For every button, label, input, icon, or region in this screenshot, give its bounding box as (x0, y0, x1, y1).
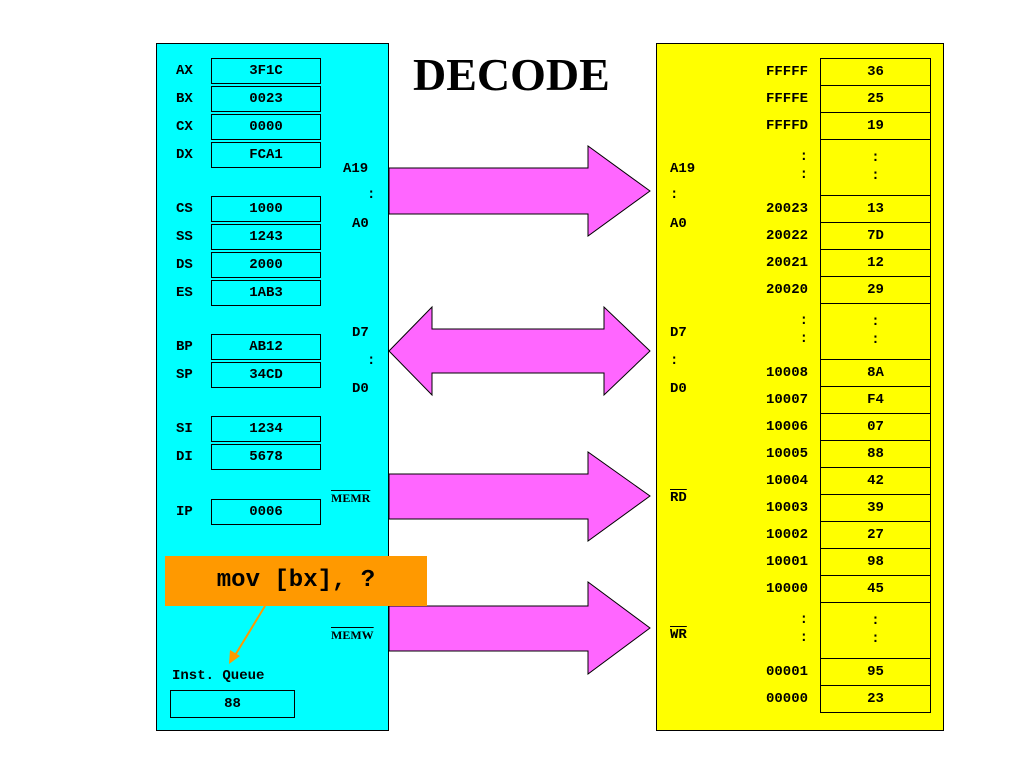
register-value-dx: FCA1 (211, 142, 321, 168)
memory-cell: 39 (820, 494, 931, 522)
memory-address: 10004 (765, 473, 808, 489)
memory-panel (656, 43, 944, 731)
memory-cell: 27 (820, 521, 931, 549)
memory-cell: : : (820, 602, 931, 659)
register-value-ip: 0006 (211, 499, 321, 525)
memory-cell: 42 (820, 467, 931, 495)
memory-address: : : (799, 313, 808, 347)
mem-pin-a19: A19 (670, 161, 696, 177)
register-value-bx: 0023 (211, 86, 321, 112)
memory-cell: 98 (820, 548, 931, 576)
memory-cell: 88 (820, 440, 931, 468)
register-name-ip: IP (176, 504, 193, 520)
cpu-pin-a19: A19 (343, 161, 369, 177)
memory-address: 20020 (765, 282, 808, 298)
memory-cell: : : (820, 139, 931, 196)
memory-address: FFFFE (765, 91, 808, 107)
memory-cell: 13 (820, 195, 931, 223)
mem-pin-wr: WR (670, 627, 687, 643)
memory-address: 10002 (765, 527, 808, 543)
inst-queue-value: 88 (170, 690, 295, 718)
register-value-si: 1234 (211, 416, 321, 442)
register-value-sp: 34CD (211, 362, 321, 388)
cpu-pin-d0: D0 (352, 381, 369, 397)
register-name-sp: SP (176, 367, 193, 383)
cpu-pin-a0: A0 (352, 216, 369, 232)
memory-address: 10008 (765, 365, 808, 381)
register-value-cs: 1000 (211, 196, 321, 222)
memory-cell: 45 (820, 575, 931, 603)
register-value-es: 1AB3 (211, 280, 321, 306)
cpu-pin-memw: MEMW (331, 628, 374, 642)
register-name-di: DI (176, 449, 193, 465)
register-value-cx: 0000 (211, 114, 321, 140)
memory-address: 20022 (765, 228, 808, 244)
mem-pin-d0: D0 (670, 381, 687, 397)
memory-cell: 36 (820, 58, 931, 86)
register-name-si: SI (176, 421, 193, 437)
mem-pin-d7: D7 (670, 325, 687, 341)
memr-arrow (388, 451, 651, 542)
memory-cell: 23 (820, 685, 931, 713)
memw-arrow (388, 581, 651, 675)
queue-pointer-head (229, 650, 240, 664)
memory-address: 20021 (765, 255, 808, 271)
memory-address: 20023 (765, 201, 808, 217)
memory-cell: 8A (820, 359, 931, 387)
register-value-ds: 2000 (211, 252, 321, 278)
memory-address: 10001 (765, 554, 808, 570)
mem-pin-rd: RD (670, 490, 687, 506)
mem-pin-addr-ellipsis: : (670, 187, 679, 203)
register-name-dx: DX (176, 147, 193, 163)
register-name-ss: SS (176, 229, 193, 245)
register-name-cs: CS (176, 201, 193, 217)
memory-cell: 19 (820, 112, 931, 140)
memory-cell: 95 (820, 658, 931, 686)
cpu-pin-memr: MEMR (331, 491, 371, 505)
register-value-ax: 3F1C (211, 58, 321, 84)
cpu-pin-d7: D7 (352, 325, 369, 341)
register-name-ds: DS (176, 257, 193, 273)
memory-address: : : (799, 612, 808, 646)
queue-pointer-line (233, 605, 266, 658)
inst-queue-label: Inst. Queue (172, 668, 265, 684)
register-value-bp: AB12 (211, 334, 321, 360)
instruction-callout: mov [bx], ? (165, 556, 427, 606)
diagram-title: DECODE (413, 49, 610, 100)
memory-address: 10005 (765, 446, 808, 462)
memory-address: 10003 (765, 500, 808, 516)
cpu-pin-addr-ellipsis: : (367, 187, 376, 203)
register-name-cx: CX (176, 119, 193, 135)
register-name-bp: BP (176, 339, 193, 355)
mem-pin-data-ellipsis: : (670, 353, 679, 369)
memory-cell: 25 (820, 85, 931, 113)
register-value-di: 5678 (211, 444, 321, 470)
register-value-ss: 1243 (211, 224, 321, 250)
address-bus-arrow (388, 145, 651, 237)
memory-cell: 07 (820, 413, 931, 441)
register-name-bx: BX (176, 91, 193, 107)
cpu-pin-data-ellipsis: : (367, 353, 376, 369)
register-name-es: ES (176, 285, 193, 301)
memory-address: : : (799, 149, 808, 183)
mem-pin-a0: A0 (670, 216, 687, 232)
memory-cell: 29 (820, 276, 931, 304)
memory-address: FFFFD (765, 118, 808, 134)
data-bus-arrow (388, 305, 651, 397)
memory-address: 10007 (765, 392, 808, 408)
memory-cell: 7D (820, 222, 931, 250)
memory-cell: 12 (820, 249, 931, 277)
memory-address: 10000 (765, 581, 808, 597)
memory-address: 10006 (765, 419, 808, 435)
memory-cell: : : (820, 303, 931, 360)
memory-address: 00000 (765, 691, 808, 707)
memory-address: 00001 (765, 664, 808, 680)
memory-cell: F4 (820, 386, 931, 414)
register-name-ax: AX (176, 63, 193, 79)
memory-address: FFFFF (765, 64, 808, 80)
